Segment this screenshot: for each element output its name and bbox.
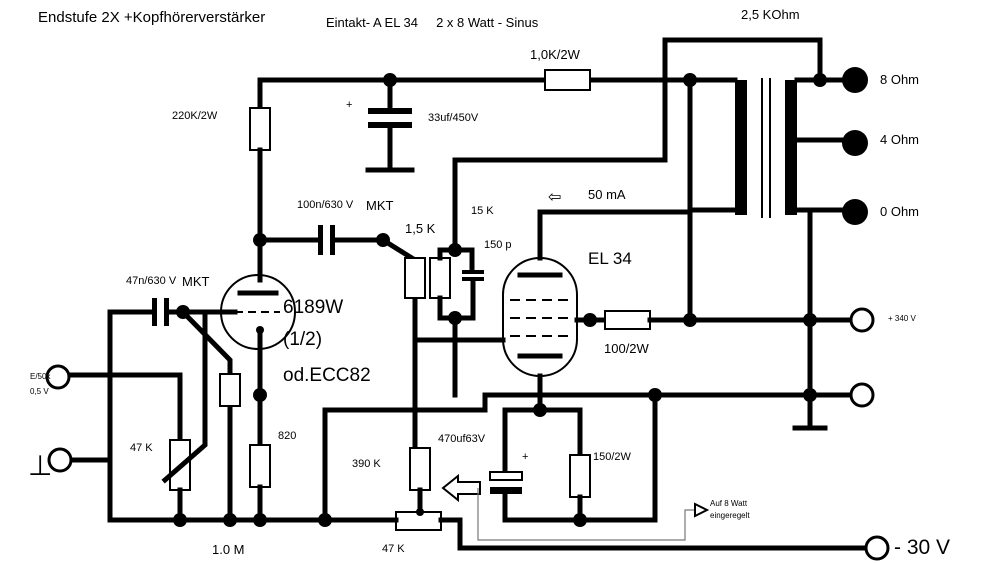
wire-pot-input [62,372,183,443]
label-c-33u: 33uf/450V [428,112,479,124]
label-r-820: 820 [278,430,297,442]
adjust-arrow-icon [441,473,481,503]
impedance-label: 2,5 KOhm [741,7,800,22]
terminal-0ohm [842,199,868,225]
label-r-100-2w: 100/2W [604,341,649,356]
resistor-1k [544,69,591,91]
resistor-15k [429,257,451,299]
transformer-primary [735,80,747,215]
terminal-input-ground [47,447,73,473]
wire-pot-wiper [161,309,208,484]
label-cap-plus: + [346,99,353,111]
label-cap-plus-2: + [522,451,529,463]
label-340v: + 340 V [888,314,916,323]
terminal-340v [849,307,875,333]
wire-470u-bottom [502,491,583,523]
label-c-470u: 470uf63V [438,433,486,445]
label-note-2: eingeregelt [710,511,750,520]
label-r-390k: 390 K [352,458,381,470]
wire-bias-right [438,517,873,551]
wire-grid-to-el34 [412,297,506,343]
resistor-820 [249,444,271,488]
resistor-390k [409,447,431,491]
label-mkt-2: MKT [182,274,210,289]
wire-note-line [477,488,695,541]
capacitor-150p-top [462,270,484,274]
junction-dots [173,73,827,527]
capacitor-47n-plate1 [152,298,157,326]
label-pot-47k: 47 K [130,442,153,454]
terminal-8ohm [842,67,868,93]
terminal-ground [849,382,875,408]
resistor-100-2w [604,310,651,330]
label-current: 50 mA [588,187,626,202]
label-8ohm: 8 Ohm [880,72,920,87]
resistor-220k [249,107,271,151]
label-c-47n: 47n/630 V [126,275,177,287]
ground-rail [322,392,855,523]
label-r-15k: 15 K [471,205,494,217]
note-arrow-icon [694,502,710,518]
label-note-1: Auf 8 Watt [710,499,748,508]
label-c-150p: 150 p [484,239,512,251]
capacitor-33u-plate-bottom [368,122,412,128]
label-6189w: 6189W [283,297,344,318]
capacitor-470u-top [489,471,523,481]
capacitor-470u-bot [490,487,522,494]
label-r-150-2w: 150/2W [593,451,631,463]
label-c-100n: 100n/630 V [297,199,354,211]
top-rail-wire [257,77,548,121]
label-pot-47k-bias: 47 K [382,543,405,555]
wire-el34-anode-loop [452,37,668,253]
label-input-2: 0,5 V [30,387,49,396]
resistor-1-5k [404,257,426,299]
terminal-minus30v [864,535,890,561]
label-r-220k: 220K/2W [172,110,218,122]
resistor-1m [219,373,241,407]
label-el34: EL 34 [588,249,632,268]
label-ecc82: od.ECC82 [283,365,371,386]
label-mkt-1: MKT [366,198,394,213]
label-input-1: E/50k [30,372,51,381]
capacitor-100n-plate1 [318,225,323,255]
label-r-1-5k: 1,5 K [405,221,436,236]
label-r-1k: 1,0K/2W [530,47,580,62]
label-r-1m: 1.0 M [212,542,245,557]
label-4ohm: 4 Ohm [880,132,920,147]
wire-el34-plate [537,209,693,261]
label-half: (1/2) [283,329,323,350]
wire-primary-top [662,37,858,83]
transformer-secondary [785,80,797,215]
title: Endstufe 2X +Kopfhörerverstärker [38,9,266,26]
label-0ohm: 0 Ohm [880,204,920,219]
current-arrow-icon: ⇦ [548,189,562,206]
subtitle: Eintakt- A EL 34 2 x 8 Watt - Sinus [326,15,539,30]
ground-symbol-icon: ⊥ [28,450,53,481]
label-minus30v: - 30 V [894,536,951,559]
terminal-4ohm [842,130,868,156]
wire-grid-down [179,308,233,523]
capacitor-33u-plate-top [368,108,412,114]
resistor-150-2w [569,454,591,498]
wire-cathode-net [502,407,583,458]
terminal-input [45,364,71,390]
